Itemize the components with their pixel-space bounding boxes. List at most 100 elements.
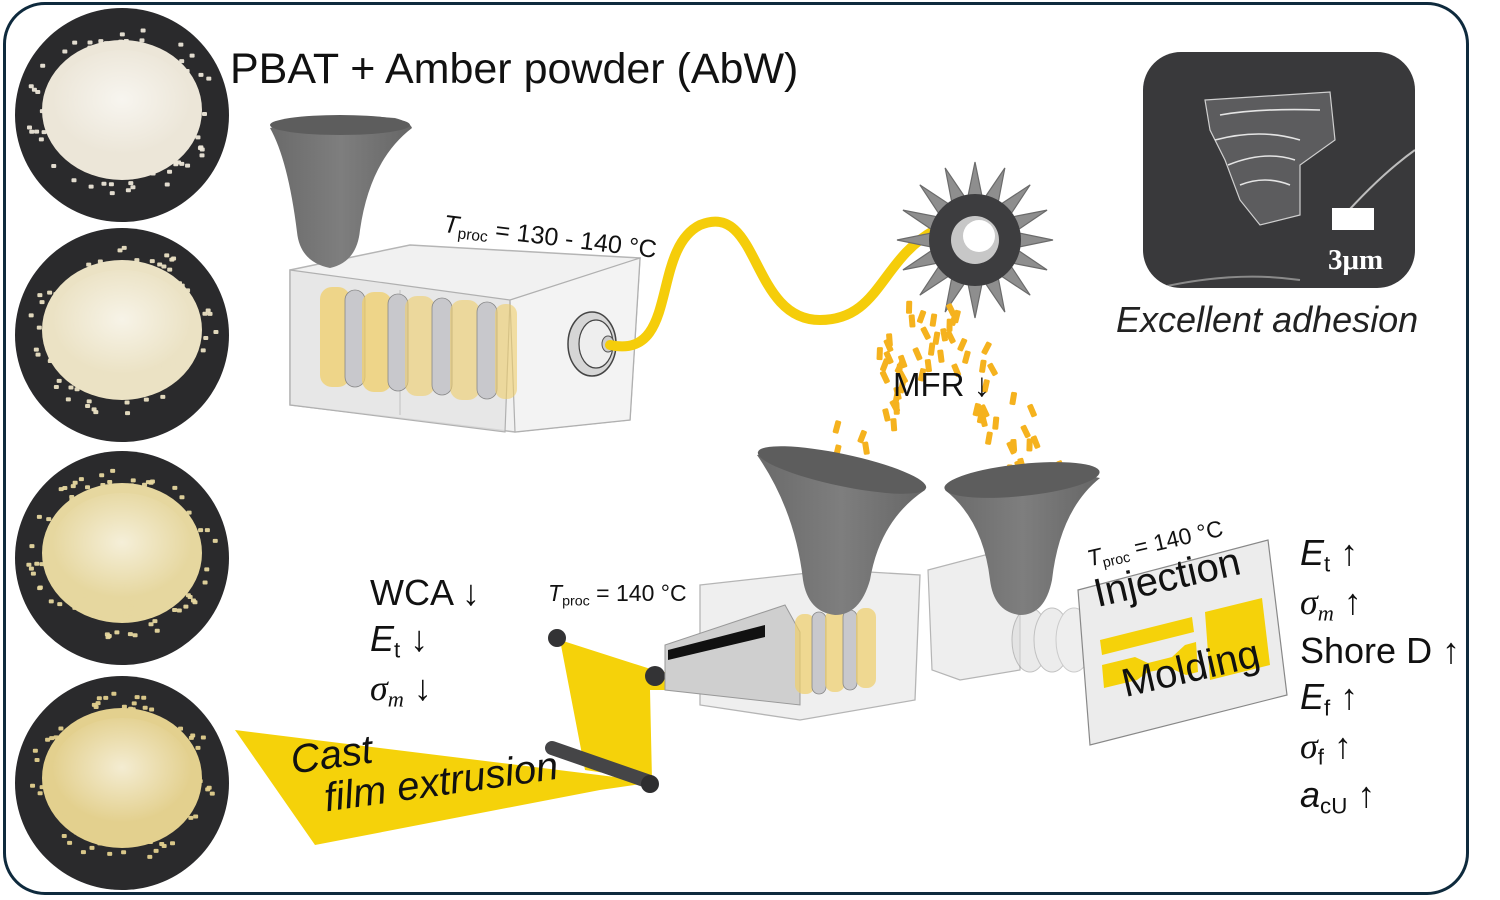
cast-film-line	[235, 446, 927, 845]
polymer-strand	[605, 216, 940, 352]
pellet	[912, 347, 923, 361]
property-subscript: t	[1324, 551, 1331, 577]
pellet-sample-photo	[15, 228, 229, 442]
pellet	[862, 441, 870, 455]
pellet	[920, 326, 931, 340]
pellet-samples	[15, 8, 229, 890]
pellet	[945, 330, 956, 344]
property-symbol: σ	[370, 667, 388, 708]
property-item: σf ↑	[1300, 723, 1460, 772]
pellet	[976, 410, 985, 424]
property-item: Et ↓	[370, 616, 480, 665]
pellet	[985, 431, 993, 445]
property-symbol: E	[370, 617, 395, 659]
property-arrow: ↑	[1330, 532, 1359, 573]
pellet	[1027, 403, 1037, 418]
pellet	[937, 349, 945, 363]
property-item: σm ↓	[370, 665, 480, 714]
pellet	[952, 309, 961, 324]
pellet	[1006, 441, 1017, 455]
property-item: σm ↑	[1300, 579, 1460, 628]
pellet	[1030, 435, 1041, 449]
pellet	[1026, 438, 1033, 452]
property-symbol: σ	[1300, 582, 1318, 623]
sem-scale-label: 3μm	[1328, 244, 1384, 276]
pellet	[1009, 391, 1018, 406]
property-arrow: ↑	[1323, 724, 1352, 766]
pellet	[916, 310, 927, 324]
pellet	[951, 363, 962, 377]
property-item: Ef ↑	[1300, 674, 1460, 723]
pelletizer-icon	[896, 161, 1054, 319]
pellet	[832, 420, 842, 434]
pellet	[905, 300, 913, 314]
pellet	[893, 401, 900, 415]
property-arrow: ↓	[400, 617, 429, 659]
property-subscript: cU	[1320, 793, 1348, 819]
pellet	[908, 314, 916, 328]
pellet	[882, 408, 891, 422]
property-item: Shore D ↑	[1300, 628, 1460, 674]
injection-molding-machine	[927, 462, 1288, 746]
property-arrow: ↓	[452, 572, 481, 613]
property-item: acU ↑	[1300, 772, 1460, 821]
injection-properties: Et ↑σm ↑Shore D ↑Ef ↑σf ↑acU ↑	[1300, 530, 1460, 821]
property-subscript: m	[387, 686, 404, 712]
property-arrow: ↑	[1347, 773, 1376, 815]
property-symbol: σ	[1300, 725, 1318, 766]
property-item: Et ↑	[1300, 530, 1460, 579]
property-symbol: E	[1300, 532, 1325, 573]
property-arrow: ↑	[1432, 630, 1461, 672]
figure-title: PBAT + Amber powder (AbW)	[230, 45, 799, 93]
pellet	[940, 328, 948, 342]
pellet	[883, 350, 894, 365]
mfr-arrow: ↓	[973, 366, 991, 403]
pellet	[962, 350, 971, 364]
property-symbol: E	[1300, 675, 1325, 717]
mfr-label: MFR ↓	[893, 368, 990, 401]
pellet	[1020, 424, 1031, 439]
pellet	[857, 429, 867, 444]
property-subscript: f	[1324, 695, 1331, 721]
temp-subscript: proc	[562, 593, 590, 610]
pellet	[929, 313, 938, 327]
extruder-screw-2	[795, 608, 876, 695]
pellet	[981, 341, 992, 355]
mfr-text: MFR	[893, 366, 965, 403]
compounding-extruder	[270, 115, 641, 433]
cast-film-temperature: Tproc = 140 °C	[548, 582, 687, 609]
property-subscript: m	[1317, 600, 1334, 626]
pellet	[890, 418, 898, 432]
pellet	[979, 404, 990, 418]
pellet	[946, 303, 957, 317]
sem-caption: Excellent adhesion	[1116, 299, 1419, 340]
pellet	[957, 338, 968, 352]
pellet	[992, 416, 1000, 430]
property-symbol: a	[1300, 773, 1321, 815]
temp-subscript: proc	[456, 225, 489, 246]
temp-value: = 140 °C	[589, 580, 687, 606]
scale-bar	[1332, 208, 1374, 230]
property-item: WCA ↓	[370, 570, 480, 616]
pellet	[932, 331, 941, 345]
property-arrow: ↑	[1330, 675, 1359, 717]
property-symbol: WCA	[370, 572, 453, 613]
pellet	[987, 362, 998, 377]
property-subscript: t	[394, 637, 401, 663]
pellet	[981, 379, 990, 393]
pellet-sample-photo	[15, 451, 229, 665]
pellet	[928, 342, 936, 356]
pellet	[879, 370, 890, 384]
pellet-sample-photo	[15, 676, 229, 890]
pellet	[896, 363, 903, 377]
pellet	[880, 358, 890, 372]
extruder-screw	[320, 287, 517, 400]
pellet	[979, 359, 987, 373]
pellet	[924, 359, 932, 373]
pellet	[917, 368, 927, 382]
pellet-sample-photo	[15, 8, 229, 222]
pellet	[883, 338, 894, 353]
property-symbol: Shore D	[1300, 630, 1433, 672]
pellet	[876, 347, 883, 361]
